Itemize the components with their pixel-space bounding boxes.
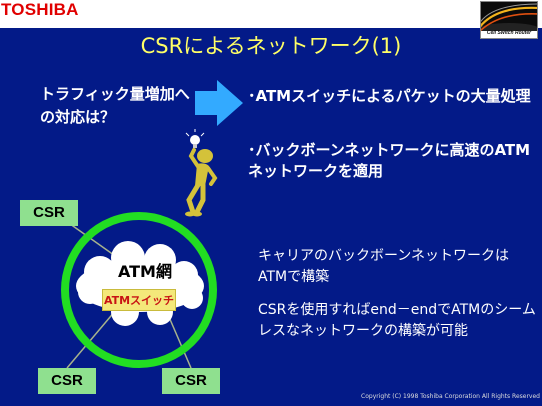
csr-box: CSR bbox=[20, 200, 78, 226]
atm-network-ring bbox=[61, 212, 217, 368]
copyright-notice: Copyright (C) 1998 Toshiba Corporation A… bbox=[361, 393, 540, 400]
csr-box: CSR bbox=[162, 368, 220, 394]
right-arrow-icon bbox=[195, 80, 243, 126]
bullet-backbone: ･バックボーンネットワークに高速のATMネットワークを適用 bbox=[248, 141, 531, 180]
question-text: トラフィック量増加への対応は？ bbox=[40, 85, 190, 126]
brand-logo: TOSHIBA bbox=[1, 0, 79, 19]
csr-box: CSR bbox=[38, 368, 96, 394]
cell-switch-router-logo: Cell Switch Router bbox=[480, 1, 538, 39]
slide-title: CSRによるネットワーク(1) bbox=[140, 34, 402, 58]
thinking-figure-icon bbox=[185, 129, 218, 217]
header-bar: TOSHIBA bbox=[0, 0, 542, 28]
carrier-backbone-text: キャリアのバックボーンネットワークはATMで構築 bbox=[258, 248, 510, 285]
atm-switch-box: ATMスイッチ bbox=[102, 289, 176, 311]
cloud-icon bbox=[76, 241, 204, 326]
bullet-atm-switch: ･ATMスイッチによるパケットの大量処理 bbox=[248, 87, 531, 105]
end-to-end-text: CSRを使用すればend－endでATMのシームレスなネットワークの構築が可能 bbox=[258, 302, 536, 339]
link-line bbox=[66, 309, 117, 369]
logo-caption: Cell Switch Router bbox=[486, 30, 532, 36]
atm-network-label: ATM網 bbox=[118, 262, 172, 281]
logo-graphic-icon bbox=[481, 2, 537, 38]
